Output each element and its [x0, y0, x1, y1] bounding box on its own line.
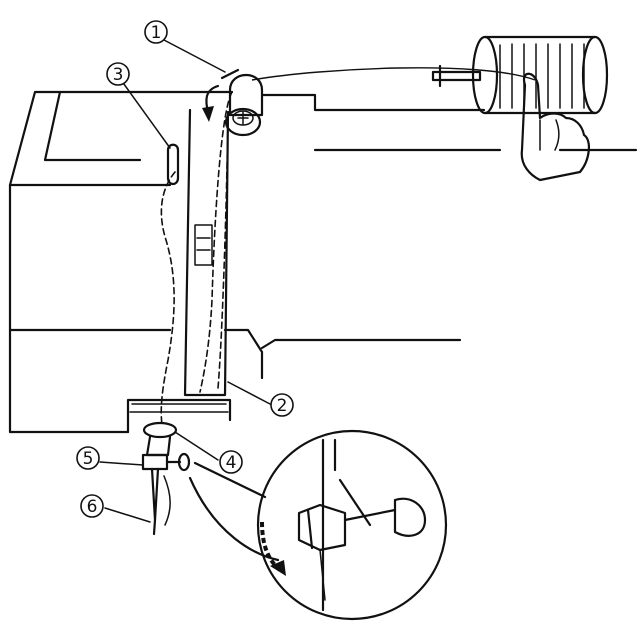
thread-path [160, 67, 536, 426]
hand-icon [520, 72, 590, 182]
callout-6: 6 [80, 494, 104, 518]
callout-label: 2 [277, 396, 288, 416]
take-up-lever [220, 68, 264, 117]
callout-label: 5 [83, 449, 94, 469]
tension-dial [224, 107, 262, 137]
sewing-machine-body [8, 90, 638, 434]
needle-clamp [141, 421, 191, 472]
callout-2: 2 [270, 393, 294, 417]
callout-4: 4 [219, 450, 243, 474]
callout-3: 3 [106, 62, 130, 86]
callout-label: 6 [87, 497, 98, 517]
callout-5: 5 [76, 446, 100, 470]
needle [150, 467, 171, 536]
rotation-arrow-icon [260, 521, 286, 576]
callout-label: 3 [113, 65, 124, 85]
callout-label: 1 [151, 23, 162, 43]
arrow-head-icon [202, 106, 214, 122]
leader-lines [99, 39, 271, 523]
callout-1: 1 [144, 20, 168, 44]
thread-guide [166, 143, 180, 186]
callout-label: 4 [226, 453, 237, 473]
